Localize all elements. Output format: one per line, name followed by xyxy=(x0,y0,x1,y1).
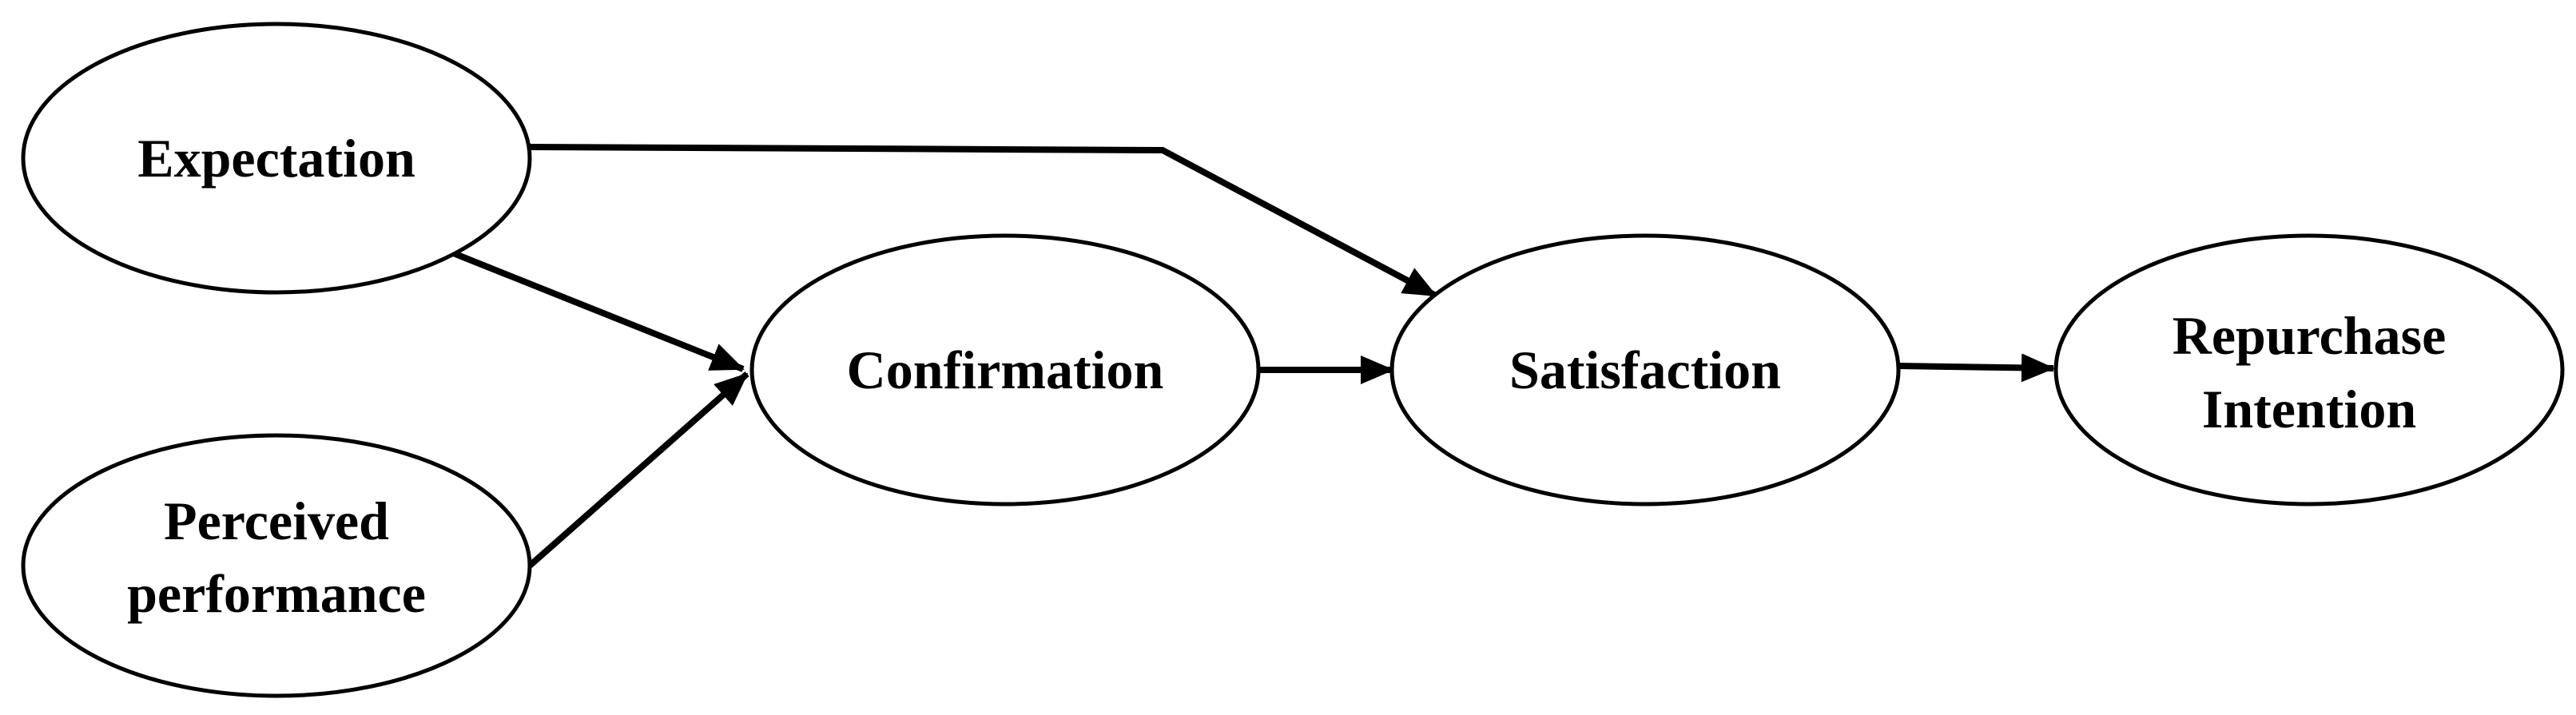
node-perceived-performance-label-line-2: performance xyxy=(127,563,426,624)
edge-satisfaction-to-repurchase-intention xyxy=(1897,353,2055,383)
node-confirmation-ellipse xyxy=(749,233,1261,506)
edges xyxy=(450,144,2055,568)
node-perceived-performance-ellipse xyxy=(21,433,532,698)
node-satisfaction: Satisfaction xyxy=(1389,233,1901,506)
edge-expectation-to-satisfaction xyxy=(529,144,1437,299)
node-repurchase-intention-ellipse xyxy=(2053,233,2565,506)
node-repurchase-intention: Repurchase Intention xyxy=(2053,233,2565,506)
node-repurchase-intention-label-line-1: Repurchase xyxy=(2173,305,2447,366)
edge-expectation-to-confirmation xyxy=(450,249,745,372)
node-satisfaction-label: Satisfaction xyxy=(1509,340,1781,400)
node-expectation-label: Expectation xyxy=(137,128,415,189)
node-expectation: Expectation xyxy=(21,22,532,295)
node-perceived-performance-label-line-1: Perceived xyxy=(164,491,389,551)
node-confirmation: Confirmation xyxy=(749,233,1261,506)
node-perceived-performance: Perceived performance xyxy=(21,433,532,698)
node-confirmation-label: Confirmation xyxy=(847,340,1164,400)
node-satisfaction-ellipse xyxy=(1389,233,1901,506)
edge-perceived-performance-to-confirmation xyxy=(527,371,749,568)
node-expectation-ellipse xyxy=(21,22,532,295)
node-repurchase-intention-label-line-2: Intention xyxy=(2202,379,2416,439)
